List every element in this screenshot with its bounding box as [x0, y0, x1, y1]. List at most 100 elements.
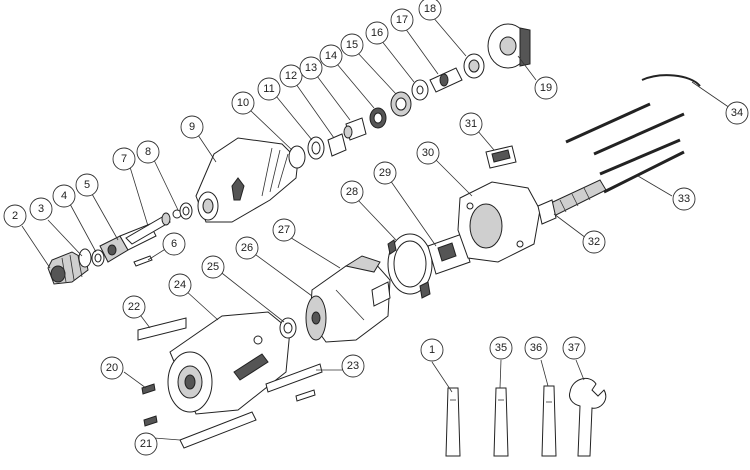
- part-ring-10: [288, 145, 306, 169]
- callout-label: 13: [305, 62, 317, 74]
- callout-29: 29: [373, 161, 397, 185]
- callout-5: 5: [75, 173, 99, 197]
- callout-9: 9: [180, 115, 204, 139]
- callout-36: 36: [524, 336, 548, 360]
- callout-label: 33: [678, 193, 690, 205]
- callout-22: 22: [122, 295, 146, 319]
- callout-label: 16: [371, 27, 383, 39]
- callout-label: 27: [278, 224, 290, 236]
- part-bit-36: [541, 385, 557, 457]
- callout-label: 32: [588, 236, 600, 248]
- part-spindle: [429, 67, 463, 93]
- part-ring-25: [279, 317, 297, 339]
- callout-2: 2: [3, 204, 27, 228]
- callout-21: 21: [134, 432, 158, 456]
- part-brush-ring: [387, 233, 433, 299]
- part-bearing-14: [369, 107, 387, 129]
- callout-label: 8: [145, 146, 151, 158]
- callout-label: 28: [346, 186, 358, 198]
- callout-label: 7: [121, 153, 127, 165]
- callout-label: 36: [530, 342, 542, 354]
- part-cable: [537, 179, 607, 225]
- callout-1: 1: [420, 338, 444, 362]
- callout-15: 15: [340, 33, 364, 57]
- part-main-housing: [167, 311, 291, 415]
- part-switch: [485, 145, 517, 169]
- part-screws: [141, 383, 158, 427]
- part-pin: [133, 255, 153, 267]
- callout-24: 24: [168, 273, 192, 297]
- callout-17: 17: [390, 8, 414, 32]
- callout-label: 19: [540, 82, 552, 94]
- callout-label: 21: [140, 438, 152, 450]
- part-labels-23: [265, 363, 323, 402]
- part-bit-35: [493, 387, 509, 457]
- part-sleeve: [327, 133, 347, 157]
- callout-25: 25: [201, 255, 225, 279]
- callout-12: 12: [279, 64, 303, 88]
- callout-10: 10: [231, 91, 255, 115]
- part-wrench: [569, 377, 607, 457]
- callout-label: 1: [429, 344, 435, 356]
- callout-14: 14: [319, 44, 343, 68]
- callout-label: 37: [568, 342, 580, 354]
- part-rings: [172, 202, 193, 220]
- leader-lines: [21, 15, 731, 441]
- callout-label: 3: [38, 203, 44, 215]
- callout-label: 35: [495, 342, 507, 354]
- callout-4: 4: [52, 184, 76, 208]
- callout-label: 11: [263, 83, 274, 95]
- part-bit-1: [445, 387, 461, 457]
- callout-20: 20: [100, 356, 124, 380]
- callout-label: 31: [465, 118, 477, 130]
- callout-26: 26: [235, 236, 259, 260]
- callout-label: 17: [396, 14, 408, 26]
- part-washer: [91, 249, 105, 267]
- part-motor: [305, 255, 391, 343]
- callout-label: 23: [347, 360, 359, 372]
- part-bearing-15: [390, 91, 412, 117]
- callout-label: 26: [241, 242, 253, 254]
- callout-31: 31: [459, 112, 483, 136]
- part-circuit-board: [427, 233, 471, 275]
- callout-label: 20: [106, 362, 118, 374]
- callout-label: 4: [61, 190, 67, 202]
- callout-13: 13: [299, 56, 323, 80]
- callout-label: 22: [128, 301, 140, 313]
- part-nose-housing: [195, 137, 299, 223]
- callout-6: 6: [162, 232, 186, 256]
- part-label-plate-22: [137, 317, 187, 341]
- part-label-plate-21: [179, 411, 257, 449]
- callout-8: 8: [136, 140, 160, 164]
- callout-label: 18: [424, 3, 436, 15]
- callout-label: 6: [171, 238, 177, 250]
- callout-label: 25: [207, 261, 219, 273]
- callout-19: 19: [534, 76, 558, 100]
- callout-label: 34: [731, 107, 743, 119]
- callout-34: 34: [725, 101, 749, 125]
- callout-7: 7: [112, 147, 136, 171]
- callout-23: 23: [341, 354, 365, 378]
- callout-30: 30: [416, 141, 440, 165]
- callout-label: 30: [422, 147, 434, 159]
- callout-3: 3: [29, 197, 53, 221]
- callout-37: 37: [562, 336, 586, 360]
- callout-label: 12: [285, 70, 297, 82]
- callout-label: 29: [379, 167, 391, 179]
- callout-label: 10: [237, 97, 249, 109]
- callout-27: 27: [272, 218, 296, 242]
- callout-35: 35: [489, 336, 513, 360]
- callout-28: 28: [340, 180, 364, 204]
- callout-18: 18: [418, 0, 442, 21]
- part-bushing-18: [463, 53, 485, 79]
- callout-label: 15: [346, 39, 358, 51]
- part-wire-clip: [641, 74, 701, 87]
- callout-11: 11: [257, 77, 281, 101]
- callout-label: 9: [189, 121, 195, 133]
- callout-16: 16: [365, 21, 389, 45]
- callout-label: 5: [84, 179, 90, 191]
- callout-33: 33: [672, 187, 696, 211]
- callout-label: 2: [12, 210, 18, 222]
